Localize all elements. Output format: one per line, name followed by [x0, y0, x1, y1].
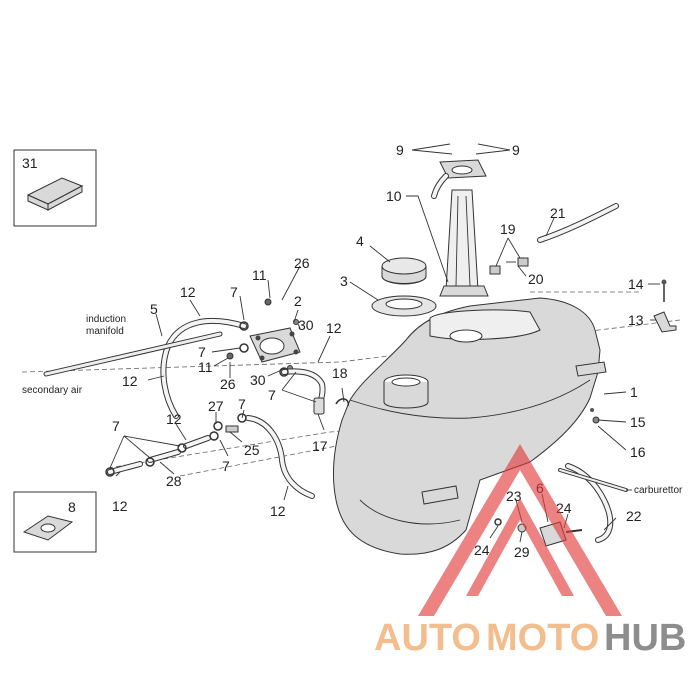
callout-16: 16 — [630, 444, 646, 460]
callout-numbers: 9 9 10 4 3 19 20 21 14 13 1 15 16 11 26 … — [112, 142, 646, 560]
callout-1: 1 — [630, 384, 638, 400]
callout-7-top-right: 7 — [238, 396, 246, 412]
label-induction: induction — [86, 314, 126, 325]
callout-7-right: 7 — [268, 387, 276, 403]
label-manifold: manifold — [86, 326, 124, 337]
callout-3: 3 — [340, 273, 348, 289]
callout-15: 15 — [630, 414, 646, 430]
callout-19: 19 — [500, 221, 516, 237]
callout-26-top: 26 — [294, 255, 310, 271]
callout-24-left: 24 — [474, 542, 490, 558]
callout-8: 8 — [68, 499, 76, 515]
watermark-auto: AUTO — [374, 617, 481, 659]
callout-4: 4 — [356, 233, 364, 249]
label-carburettor: carburettor — [634, 485, 683, 496]
label-secondary-air: secondary air — [22, 385, 83, 396]
callout-13: 13 — [628, 312, 644, 328]
callout-7-left: 7 — [112, 418, 120, 434]
hoses-12 — [107, 317, 326, 499]
callout-26-bottom: 26 — [220, 376, 236, 392]
callout-22: 22 — [626, 508, 642, 524]
callout-25: 25 — [244, 442, 260, 458]
callout-30-bottom: 30 — [250, 372, 266, 388]
watermark-logo: AUTO MOTO HUB — [374, 444, 686, 659]
callout-12-left: 12 — [122, 373, 138, 389]
callout-7-mid: 7 — [198, 344, 206, 360]
fuel-tank-body — [333, 297, 607, 555]
callout-17: 17 — [312, 438, 328, 454]
callout-2: 2 — [294, 293, 302, 309]
callout-14: 14 — [628, 276, 644, 292]
callout-28: 28 — [166, 473, 182, 489]
callout-11-bottom: 11 — [198, 359, 213, 375]
callout-31: 31 — [22, 155, 38, 171]
callout-12-right: 12 — [326, 320, 342, 336]
inset-part-8: 8 — [13, 491, 97, 553]
callout-9-right: 9 — [512, 142, 520, 158]
text-labels: induction manifold secondary air carbure… — [22, 314, 683, 496]
callout-12-center: 12 — [166, 411, 182, 427]
callout-21: 21 — [550, 205, 566, 221]
hose-clamps — [105, 321, 600, 477]
breather-hose-21 — [489, 203, 619, 275]
induction-pipe-5 — [43, 331, 223, 377]
bracket-13 — [653, 279, 677, 333]
callout-10: 10 — [386, 188, 402, 204]
callout-23: 23 — [506, 488, 522, 504]
callout-9-left: 9 — [396, 142, 404, 158]
callout-30-top: 30 — [298, 317, 314, 333]
callout-29: 29 — [514, 544, 530, 560]
filler-cap-and-ring — [371, 257, 437, 317]
callout-18: 18 — [332, 365, 348, 381]
callout-12-top: 12 — [180, 284, 196, 300]
callout-12-bottom-left: 12 — [112, 498, 128, 514]
callout-12-bottom: 12 — [270, 503, 286, 519]
callout-7-bottom: 7 — [222, 458, 230, 474]
watermark-moto: MOTO — [486, 617, 599, 659]
filler-tube-assembly — [431, 159, 489, 297]
inset-part-31: 31 — [13, 149, 97, 227]
callout-20: 20 — [528, 271, 544, 287]
watermark-hub: HUB — [604, 617, 686, 659]
fuel-pump-2 — [226, 298, 301, 371]
callout-27: 27 — [208, 398, 224, 414]
callout-11-top: 11 — [252, 267, 267, 283]
callout-7-top: 7 — [230, 284, 238, 300]
callout-5: 5 — [150, 301, 158, 317]
